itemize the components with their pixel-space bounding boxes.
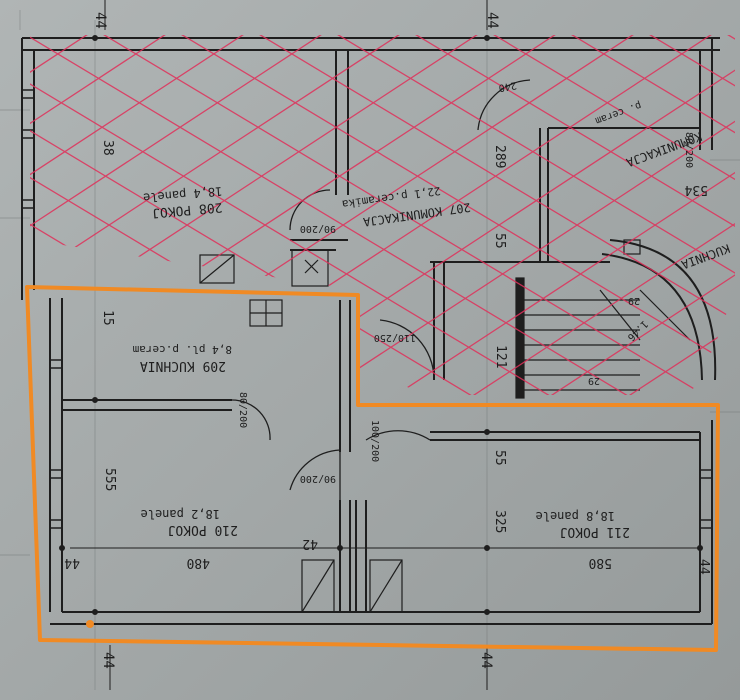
hatch-line <box>30 35 591 395</box>
hatch-line <box>513 35 735 395</box>
room-208-area: 18,4 panele <box>143 184 223 205</box>
dimension-labels: 38 289 55 15 121 555 55 325 480 580 44 4… <box>64 140 711 575</box>
door-label-211: 100/200 <box>369 420 380 462</box>
hatch-line <box>513 35 735 395</box>
hatch-line <box>45 35 735 395</box>
dim-29-a: 29 <box>628 295 640 306</box>
hatch-line <box>30 35 531 395</box>
dim-44-left: 44 <box>64 555 80 570</box>
door-label-210: 90/200 <box>300 473 336 484</box>
dim-534: 534 <box>684 182 708 197</box>
hatch-line <box>30 35 669 395</box>
room-209-area: 8,4 pl. p.ceram <box>132 343 232 356</box>
hatch-line <box>30 35 141 395</box>
room-210-name: 210 POKOJ <box>168 522 238 537</box>
door-swing-211 <box>365 430 431 441</box>
hatch-line <box>30 35 297 395</box>
door-label-kom: 80/200 <box>683 132 694 168</box>
dim-580: 580 <box>589 555 612 570</box>
axis-mark-mid-bottom: 44 <box>478 652 494 669</box>
door-label-207: 110/250 <box>374 332 416 343</box>
dim-29-b: 29 <box>588 375 600 386</box>
dimension-lines <box>59 0 703 690</box>
door-labels: 90/200 80/200 90/200 110/250 100/200 80/… <box>237 79 694 484</box>
hatch-line <box>30 35 219 395</box>
door-swing-210 <box>289 449 341 491</box>
hatch-line <box>435 35 735 395</box>
vent-box <box>291 249 329 287</box>
highlight-outline <box>25 285 720 652</box>
door-label-208: 90/200 <box>300 223 336 234</box>
door-swing-207 <box>379 319 435 379</box>
dim-42: 42 <box>302 536 318 551</box>
room-211-name: 211 POKOJ <box>560 524 630 539</box>
shaft-box <box>199 254 235 284</box>
hatch-line <box>591 35 735 395</box>
door-label-p: 240 <box>498 79 518 93</box>
dim-121: 121 <box>493 345 508 368</box>
dim-15: 15 <box>100 310 115 326</box>
hatch-line <box>279 35 735 395</box>
axis-mark-left-top: 44 <box>92 12 108 29</box>
dim-44-right: 44 <box>696 559 711 575</box>
hatch-line <box>123 35 735 395</box>
hatch-line <box>357 35 735 395</box>
column-box-right <box>369 559 403 613</box>
hatch-line <box>357 35 735 395</box>
room-208-name: 208 POKOJ <box>151 199 222 220</box>
windows <box>22 89 712 529</box>
hatch-line <box>435 35 735 395</box>
column-box-left <box>301 559 335 613</box>
dim-555: 555 <box>102 468 117 491</box>
fixtures <box>199 239 641 613</box>
dim-55-upper: 55 <box>492 233 507 249</box>
door-label-209: 80/200 <box>237 392 248 428</box>
room-210-area: 18,2 panele <box>141 507 220 521</box>
hatch-line <box>30 35 453 395</box>
axis-mark-mid-top: 44 <box>484 12 500 29</box>
dim-480: 480 <box>187 555 210 570</box>
dim-289: 289 <box>492 145 507 168</box>
hatch-line <box>30 35 375 395</box>
hatch-line <box>30 35 513 395</box>
room-211-area: 18,8 panele <box>536 509 615 523</box>
door-swing-kom <box>477 79 531 131</box>
dim-325: 325 <box>492 510 507 533</box>
door-swing-209 <box>231 399 271 441</box>
hatch-line <box>279 35 735 395</box>
room-209-name: 209 KUCHNIA <box>140 358 226 373</box>
hatch-line <box>201 35 735 395</box>
door-swings <box>231 79 531 500</box>
dim-38: 38 <box>100 140 115 156</box>
hatch-line <box>591 35 735 395</box>
dim-55-lower: 55 <box>492 450 507 466</box>
axis-mark-left-bottom: 44 <box>100 652 116 669</box>
highlight-dot <box>86 620 94 628</box>
